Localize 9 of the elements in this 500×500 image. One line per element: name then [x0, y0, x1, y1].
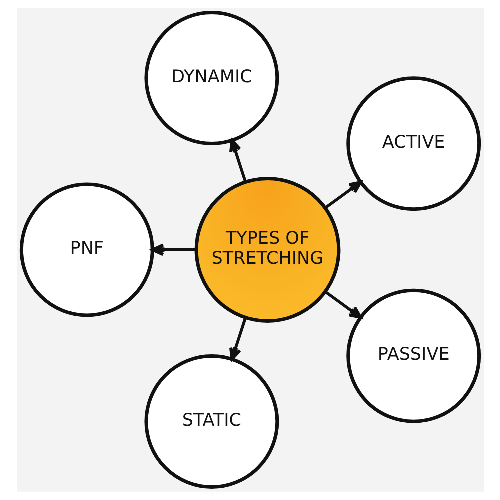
arrow: [324, 290, 362, 320]
arrow: [228, 139, 247, 183]
arrow: [228, 317, 247, 361]
arrow: [150, 244, 196, 256]
arrow: [324, 180, 362, 210]
node-circle: TYPES OF STRETCHING: [194, 177, 340, 323]
node-circle: DYNAMIC: [144, 11, 279, 146]
node-circle: STATIC: [144, 354, 279, 489]
node-circle: PNF: [19, 182, 154, 318]
